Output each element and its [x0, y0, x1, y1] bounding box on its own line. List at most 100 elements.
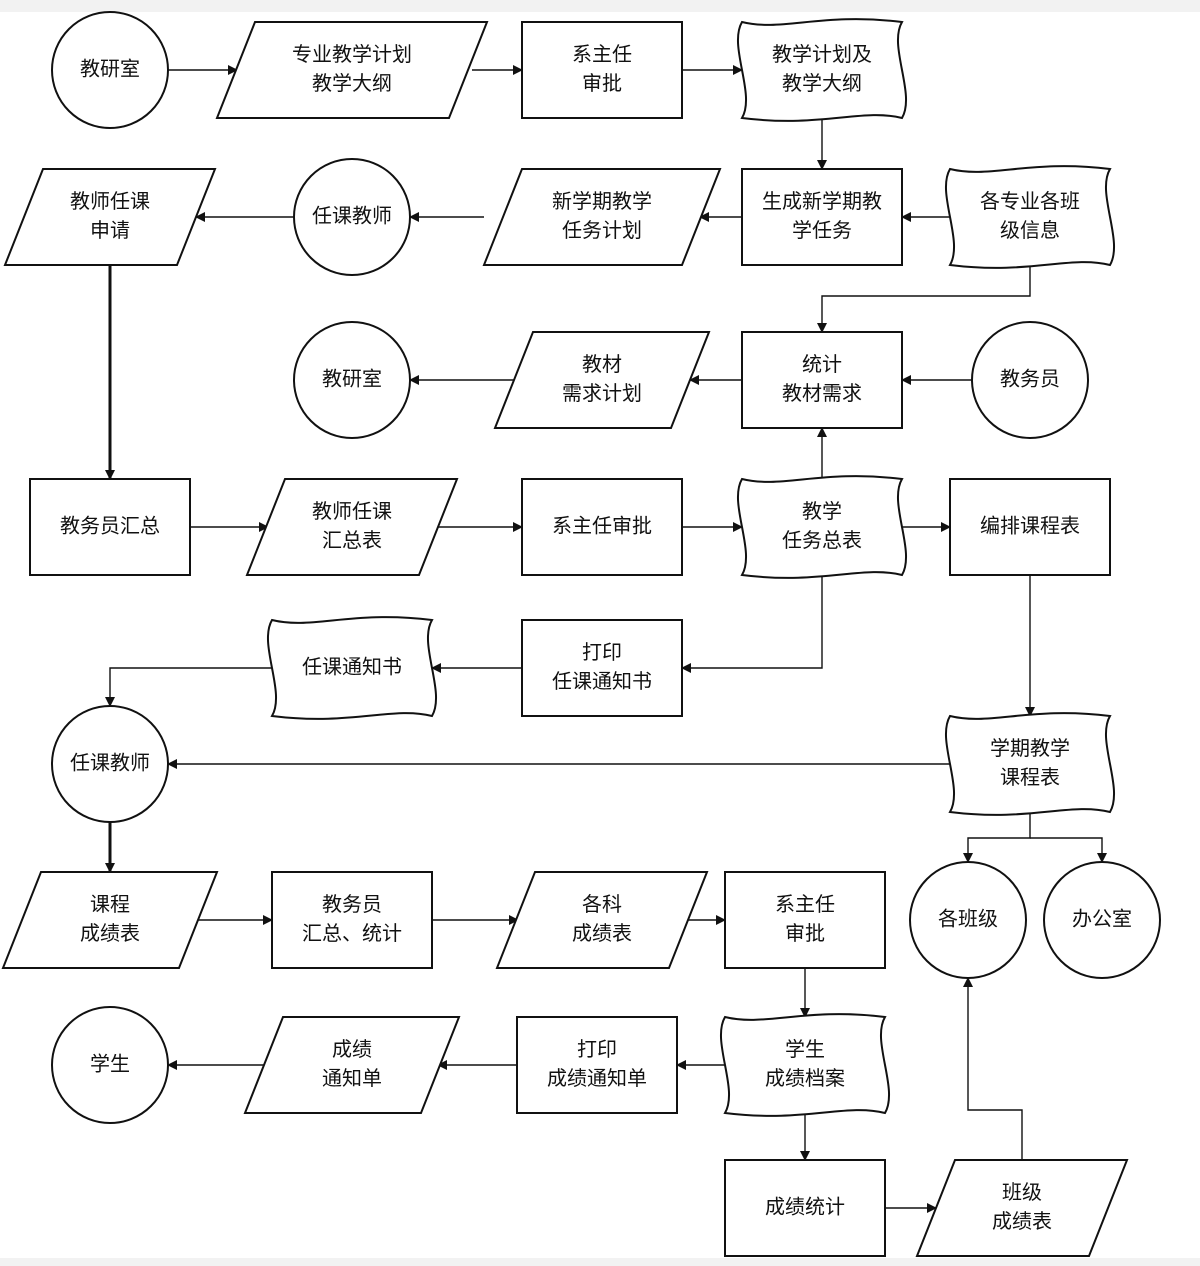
node-n15-shape — [245, 478, 459, 576]
node-n5-label-line-0: 教师任课 — [70, 189, 150, 213]
node-n17-label-line-1: 任务总表 — [782, 528, 862, 552]
top-border-strip — [0, 0, 1200, 12]
node-n20-label-line-0: 打印 — [582, 640, 622, 664]
node-n11-shape — [493, 331, 711, 429]
node-n6-circle: 任课教师 — [293, 158, 411, 276]
edge-n34-to-n27 — [963, 977, 1023, 1160]
node-n2-label-line-0: 专业教学计划 — [292, 42, 412, 66]
node-n27-shape — [909, 861, 1027, 979]
node-n22-shape — [945, 712, 1115, 816]
node-n3-label-line-0: 系主任 — [572, 42, 632, 66]
node-n4-label-line-0: 教学计划及 — [772, 42, 872, 66]
node-n9-label-line-0: 各专业各班 — [980, 189, 1080, 213]
node-n27-circle: 各班级 — [909, 861, 1027, 979]
node-n10-shape — [293, 321, 411, 439]
node-n31-shape — [516, 1016, 678, 1114]
node-n23-label-line-1: 成绩表 — [80, 921, 140, 945]
node-n34-shape — [915, 1159, 1129, 1257]
edge-n22-to-n28 — [1030, 837, 1107, 863]
node-n33-label-line-0: 成绩统计 — [765, 1195, 845, 1219]
node-n24-label-line-0: 教务员 — [322, 892, 382, 916]
node-n32-label-line-0: 学生 — [785, 1037, 825, 1061]
node-n14-process-box: 教务员汇总 — [29, 478, 191, 576]
edges-layer — [105, 65, 1107, 1213]
node-n16-shape — [521, 478, 683, 576]
node-n10-circle: 教研室 — [293, 321, 411, 439]
node-n21-label-line-0: 任课教师 — [70, 751, 150, 775]
node-n19-shape — [267, 616, 437, 720]
node-n12-shape — [741, 331, 903, 429]
node-n7-label-line-1: 任务计划 — [562, 218, 642, 242]
node-n29-shape — [51, 1006, 169, 1124]
node-n26-shape — [724, 871, 886, 969]
node-n1-circle: 教研室 — [51, 11, 169, 129]
node-n30-data-parallelogram: 成绩通知单 — [243, 1016, 461, 1114]
node-n1-shape — [51, 11, 169, 129]
node-n16-label-line-0: 系主任审批 — [552, 514, 652, 538]
node-n12-label-line-0: 统计 — [802, 352, 842, 376]
node-n20-shape — [521, 619, 683, 717]
node-n13-label-line-0: 教务员 — [1000, 367, 1060, 391]
node-n33-process-box: 成绩统计 — [724, 1159, 886, 1257]
node-n8-shape — [741, 168, 903, 266]
node-n10-label-line-0: 教研室 — [322, 367, 382, 391]
node-n22-label-line-0: 学期教学 — [990, 736, 1070, 760]
node-n30-label-line-0: 成绩 — [332, 1037, 372, 1061]
node-n8-label-line-0: 生成新学期教 — [762, 189, 882, 213]
node-n3-process-box: 系主任审批 — [521, 21, 683, 119]
bottom-border-strip — [0, 1258, 1200, 1266]
node-n18-process-box: 编排课程表 — [949, 478, 1111, 576]
node-n16-process-box: 系主任审批 — [521, 478, 683, 576]
nodes-layer: 教研室专业教学计划教学大纲系主任审批教学计划及教学大纲教师任课申请任课教师新学期… — [1, 11, 1161, 1257]
node-n34-label-line-1: 成绩表 — [992, 1209, 1052, 1233]
node-n9-shape — [945, 165, 1115, 269]
node-n15-label-line-0: 教师任课 — [312, 499, 392, 523]
node-n17-shape — [737, 475, 907, 579]
node-n8-label-line-1: 学任务 — [792, 218, 852, 242]
edge-n9-to-n12 — [817, 265, 1031, 333]
node-n28-label-line-0: 办公室 — [1072, 907, 1132, 931]
node-n25-label-line-1: 成绩表 — [572, 921, 632, 945]
node-n34-label-line-0: 班级 — [1002, 1180, 1042, 1204]
node-n11-label-line-1: 需求计划 — [562, 381, 642, 405]
node-n25-label-line-0: 各科 — [582, 892, 622, 916]
node-n12-label-line-1: 教材需求 — [782, 381, 862, 405]
node-n32-label-line-1: 成绩档案 — [765, 1066, 845, 1090]
node-n6-label-line-0: 任课教师 — [312, 204, 392, 228]
node-n7-label-line-0: 新学期教学 — [552, 189, 652, 213]
edge-n19-to-n21 — [105, 667, 272, 707]
node-n29-circle: 学生 — [51, 1006, 169, 1124]
node-n28-shape — [1043, 861, 1161, 979]
node-n3-shape — [521, 21, 683, 119]
node-n4-shape — [737, 18, 907, 122]
node-n29-label-line-0: 学生 — [90, 1052, 130, 1076]
node-n23-label-line-0: 课程 — [90, 892, 130, 916]
node-n23-shape — [1, 871, 219, 969]
node-n20-label-line-1: 任课通知书 — [552, 669, 652, 693]
node-n27-label-line-0: 各班级 — [938, 907, 998, 931]
node-n17-label-line-0: 教学 — [802, 499, 842, 523]
node-n19-label-line-0: 任课通知书 — [302, 655, 402, 679]
node-n26-label-line-0: 系主任 — [775, 892, 835, 916]
node-n3-label-line-1: 审批 — [582, 71, 622, 95]
node-n24-shape — [271, 871, 433, 969]
node-n18-shape — [949, 478, 1111, 576]
node-n14-label-line-0: 教务员汇总 — [60, 514, 160, 538]
node-n1-label-line-0: 教研室 — [80, 57, 140, 81]
node-n28-circle: 办公室 — [1043, 861, 1161, 979]
node-n32-shape — [720, 1013, 890, 1117]
